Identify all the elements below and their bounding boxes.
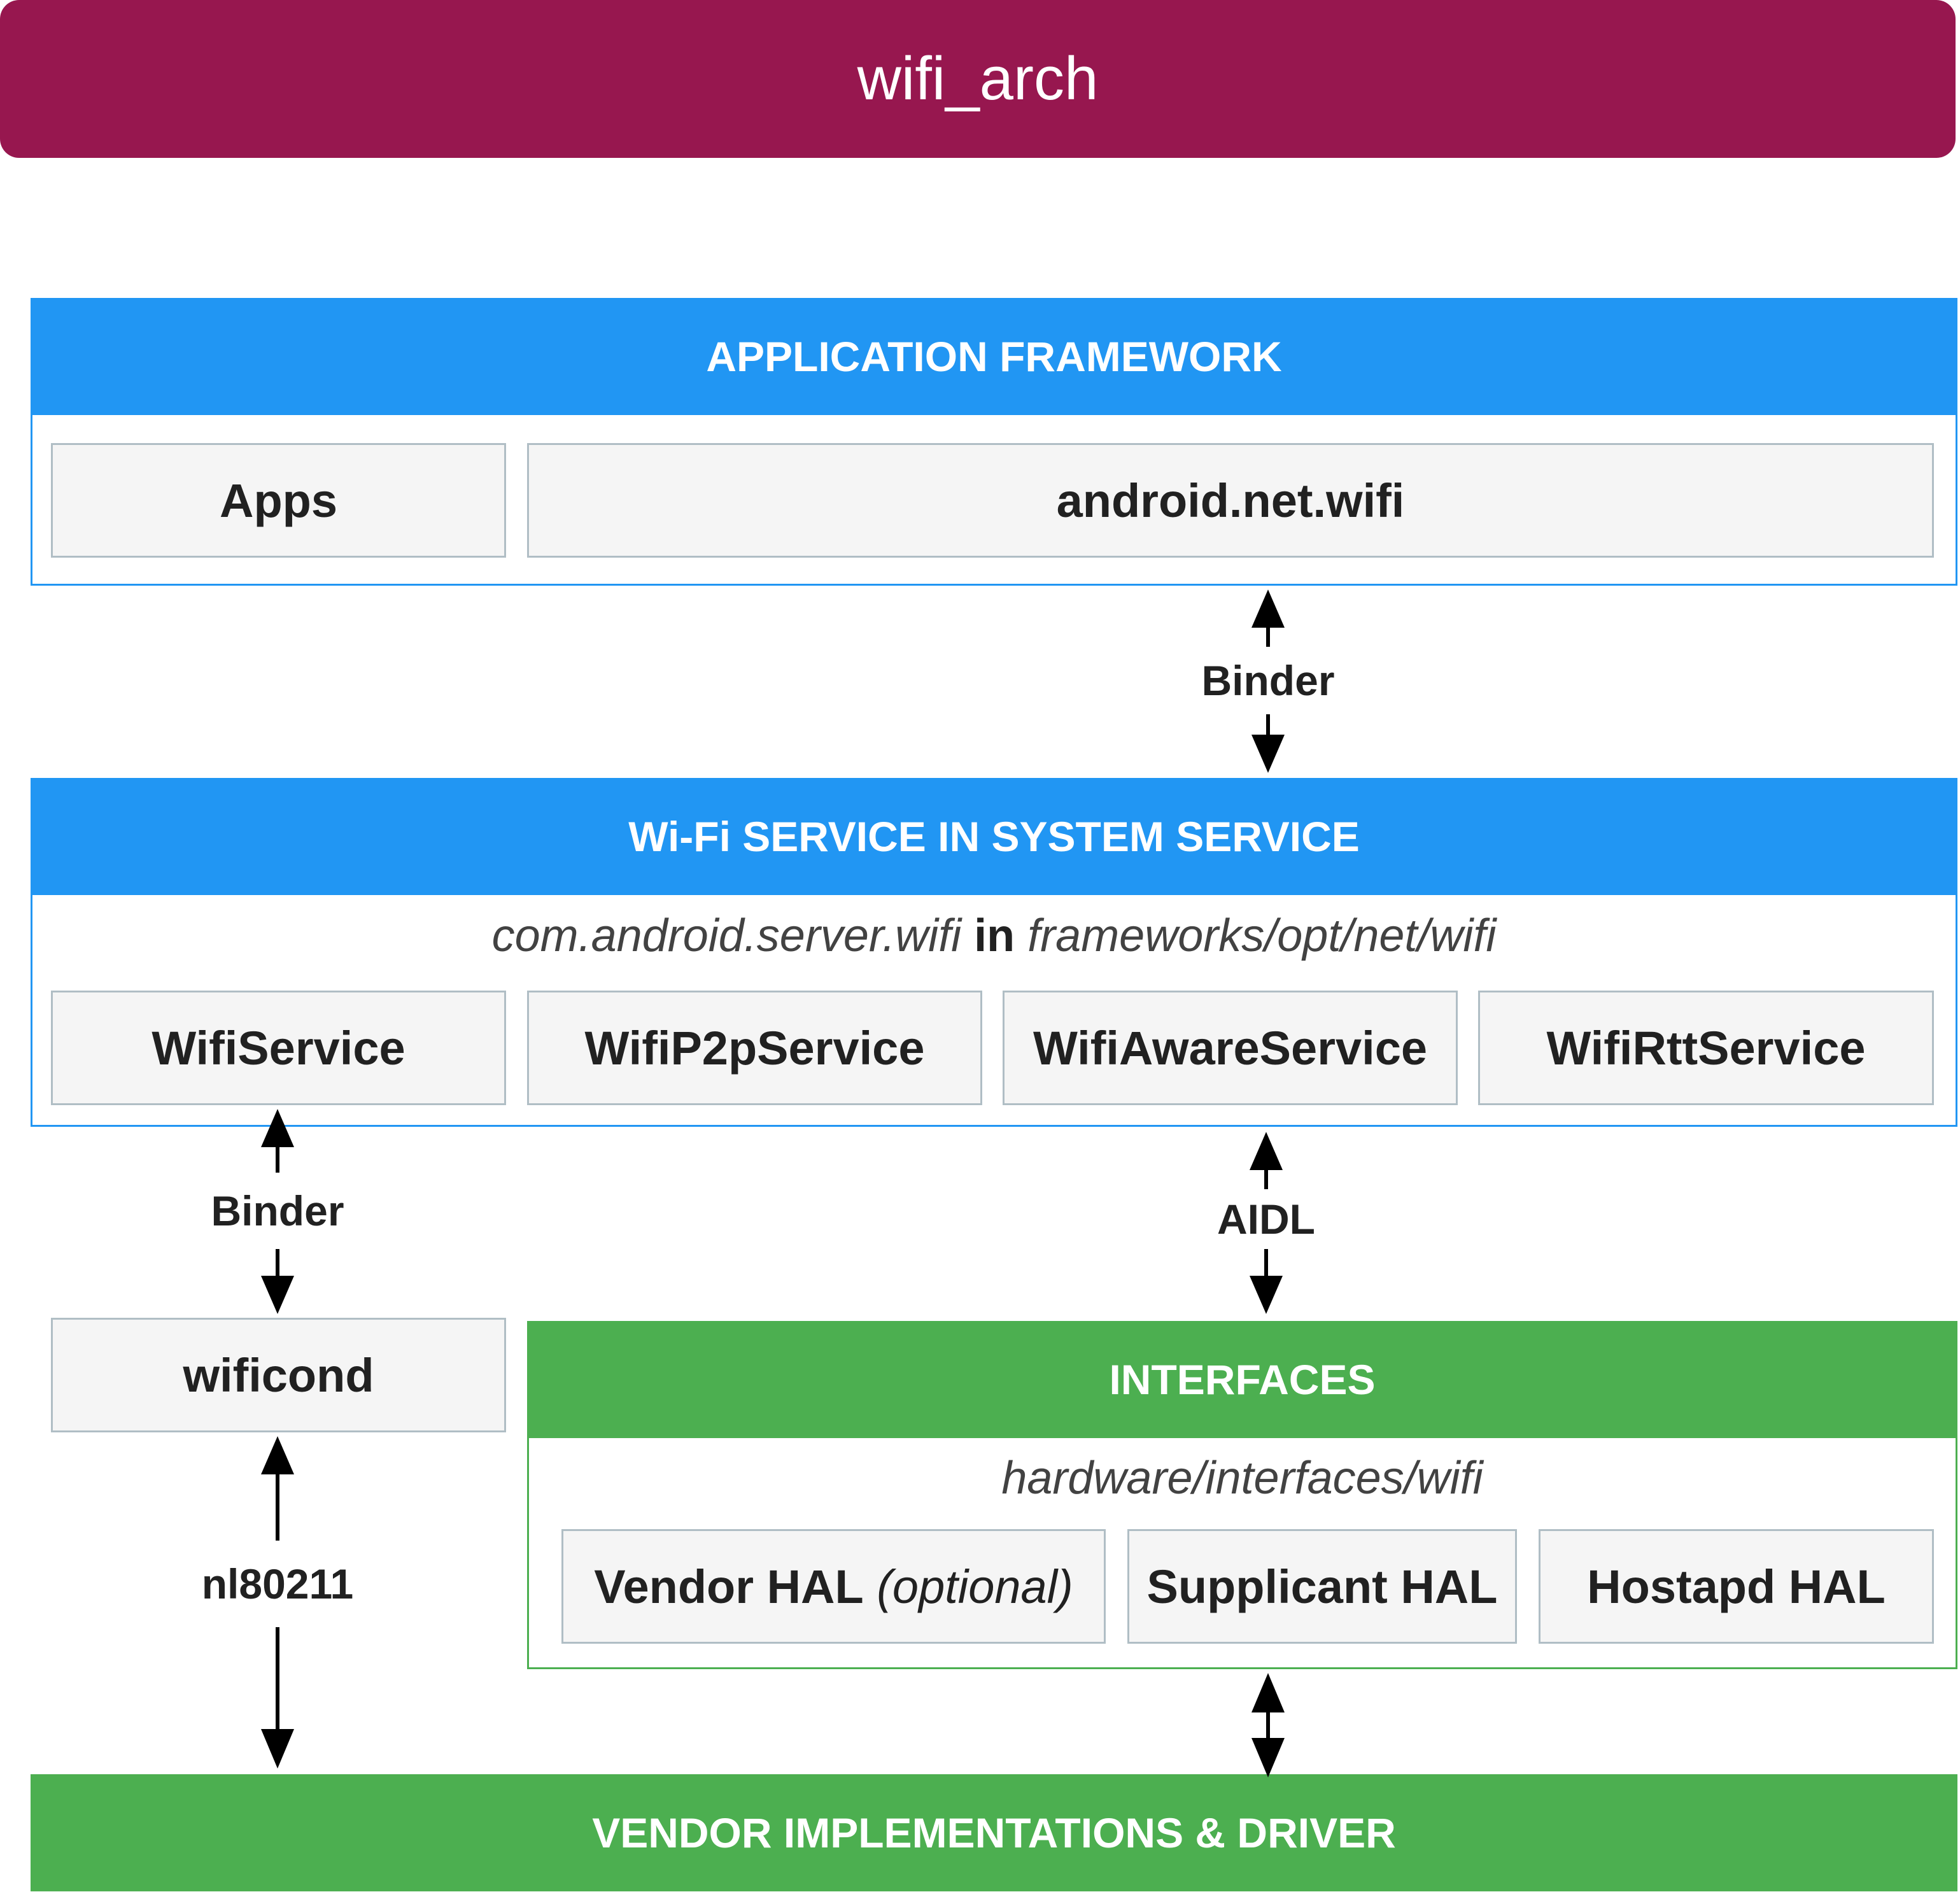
- nl80211-label: nl80211: [176, 1543, 379, 1625]
- wifi-aware-service-box: WifiAwareService: [1003, 991, 1458, 1105]
- wifi-rtt-service-box: WifiRttService: [1478, 991, 1934, 1105]
- wifi-service-subtitle: com.android.server.wifi in frameworks/op…: [31, 898, 1957, 974]
- wifi-service-box: WifiService: [51, 991, 506, 1105]
- hostapd-hal-box: Hostapd HAL: [1539, 1529, 1934, 1644]
- binder-framework-arrow: [1251, 589, 1285, 773]
- interfaces-vendor-arrow: [1251, 1673, 1285, 1777]
- android-net-wifi-box: android.net.wifi: [527, 443, 1934, 558]
- nl80211-arrow: [261, 1436, 294, 1768]
- wifi-service-joiner: in: [974, 910, 1015, 961]
- application-framework-header: APPLICATION FRAMEWORK: [31, 298, 1957, 415]
- apps-box: Apps: [51, 443, 506, 558]
- aidl-arrow: [1250, 1132, 1283, 1314]
- vendor-hal-optional-note: (optional): [877, 1560, 1073, 1613]
- vendor-hal-label: Vendor HAL: [594, 1560, 864, 1613]
- wificond-box: wificond: [51, 1318, 506, 1432]
- binder-wificond-arrow: [261, 1109, 294, 1314]
- diagram-title: wifi_arch: [0, 0, 1956, 158]
- wifi-p2p-service-box: WifiP2pService: [527, 991, 982, 1105]
- interfaces-path: hardware/interfaces/wifi: [1001, 1453, 1483, 1504]
- binder-framework-label: Binder: [1173, 649, 1364, 712]
- binder-wificond-label: Binder: [182, 1176, 373, 1245]
- vendor-driver-layer: VENDOR IMPLEMENTATIONS & DRIVER: [31, 1774, 1957, 1891]
- aidl-label: AIDL: [1171, 1192, 1362, 1246]
- wifi-service-path: frameworks/opt/net/wifi: [1027, 910, 1497, 961]
- wifi-service-header: Wi-Fi SERVICE IN SYSTEM SERVICE: [31, 778, 1957, 895]
- vendor-hal-box: Vendor HAL (optional): [561, 1529, 1106, 1644]
- interfaces-header: INTERFACES: [527, 1321, 1957, 1438]
- supplicant-hal-box: Supplicant HAL: [1127, 1529, 1517, 1644]
- wifi-service-package: com.android.server.wifi: [491, 910, 962, 961]
